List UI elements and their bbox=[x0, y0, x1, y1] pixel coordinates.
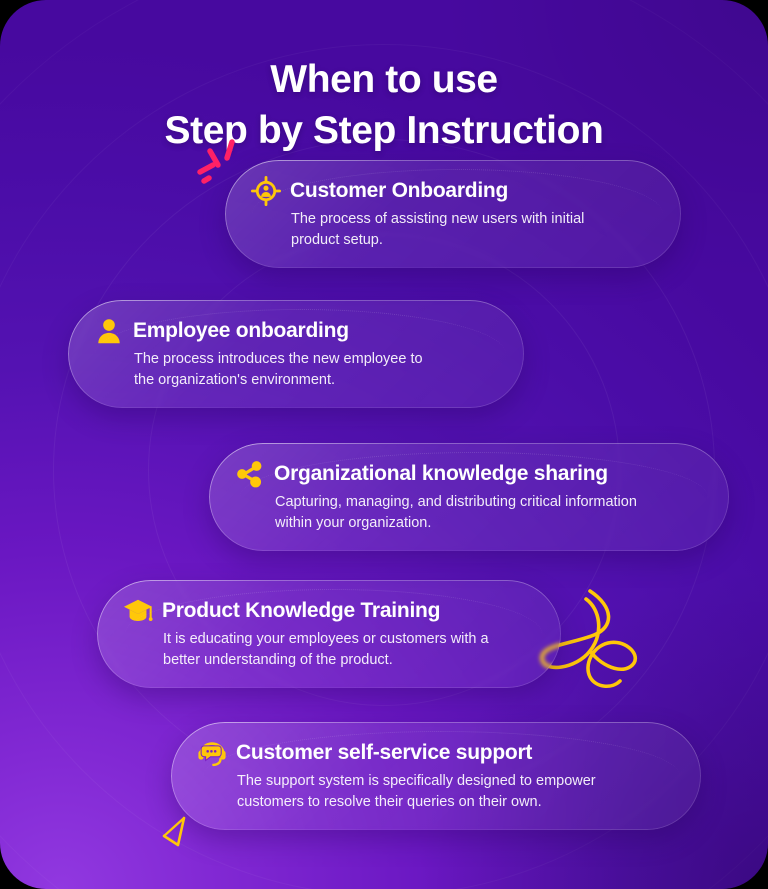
card-customer-self-service-support[interactable]: Customer self-service support The suppor… bbox=[171, 722, 701, 831]
card-title: Employee onboarding bbox=[133, 319, 349, 343]
card-title: Customer Onboarding bbox=[290, 179, 509, 203]
card-description: The process of assisting new users with … bbox=[251, 209, 651, 250]
card-description-line-1: The process of assisting new users with … bbox=[291, 211, 585, 227]
card-header: Employee onboarding bbox=[94, 316, 494, 346]
card-description-line-1: It is educating your employees or custom… bbox=[163, 631, 489, 647]
card-description-line-2: the organization's environment. bbox=[134, 371, 336, 388]
target-person-icon bbox=[251, 176, 281, 206]
share-network-icon bbox=[237, 461, 262, 488]
page-title-line-1: When to use bbox=[270, 58, 498, 102]
card-description-line-1: The support system is specifically desig… bbox=[237, 773, 596, 789]
card-description-line-2: product setup. bbox=[291, 231, 383, 248]
user-icon bbox=[98, 319, 120, 344]
card-description: Capturing, managing, and distributing cr… bbox=[235, 492, 699, 533]
card-description: It is educating your employees or custom… bbox=[123, 629, 531, 670]
card-header: Customer self-service support bbox=[197, 738, 671, 768]
card-header: Customer Onboarding bbox=[251, 176, 651, 206]
card-product-knowledge-training[interactable]: Product Knowledge Training It is educati… bbox=[97, 580, 561, 689]
card-description: The process introduces the new employee … bbox=[94, 349, 494, 390]
page-title-line-2: Step by Step Instruction bbox=[164, 108, 604, 152]
headset-chat-icon bbox=[198, 742, 226, 767]
card-description-line-1: Capturing, managing, and distributing cr… bbox=[275, 494, 637, 510]
card-employee-onboarding[interactable]: Employee onboarding The process introduc… bbox=[68, 300, 524, 409]
card-title: Organizational knowledge sharing bbox=[274, 462, 608, 486]
card-title: Product Knowledge Training bbox=[162, 599, 441, 623]
card-header: Organizational knowledge sharing bbox=[235, 459, 699, 489]
graduation-cap-icon bbox=[123, 599, 153, 621]
card-description-line-1: The process introduces the new employee … bbox=[134, 351, 423, 367]
card-description-line-2: within your organization. bbox=[275, 514, 432, 531]
card-description: The support system is specifically desig… bbox=[197, 771, 671, 812]
card-description-line-2: customers to resolve their queries on th… bbox=[237, 793, 542, 810]
card-title: Customer self-service support bbox=[236, 741, 533, 765]
page-title: When to use Step by Step Instruction bbox=[0, 55, 768, 156]
card-customer-onboarding[interactable]: Customer Onboarding The process of assis… bbox=[225, 160, 681, 269]
card-description-line-2: better understanding of the product. bbox=[163, 651, 393, 668]
card-organizational-knowledge-sharing[interactable]: Organizational knowledge sharing Capturi… bbox=[209, 443, 729, 552]
card-header: Product Knowledge Training bbox=[123, 596, 531, 626]
